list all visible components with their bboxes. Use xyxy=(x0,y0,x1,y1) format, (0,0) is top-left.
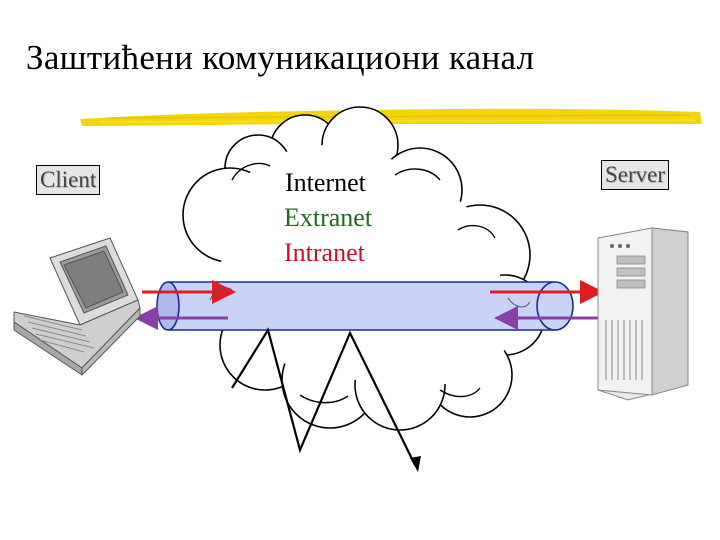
network-intranet-label: Intranet xyxy=(284,238,365,267)
network-internet-label: Internet xyxy=(285,168,366,197)
network-extranet-label: Extranet xyxy=(284,203,373,232)
slide-title: Заштићени комуникациони канал xyxy=(26,38,535,77)
client-label: Client xyxy=(36,165,101,195)
server-label: Server xyxy=(601,160,670,190)
